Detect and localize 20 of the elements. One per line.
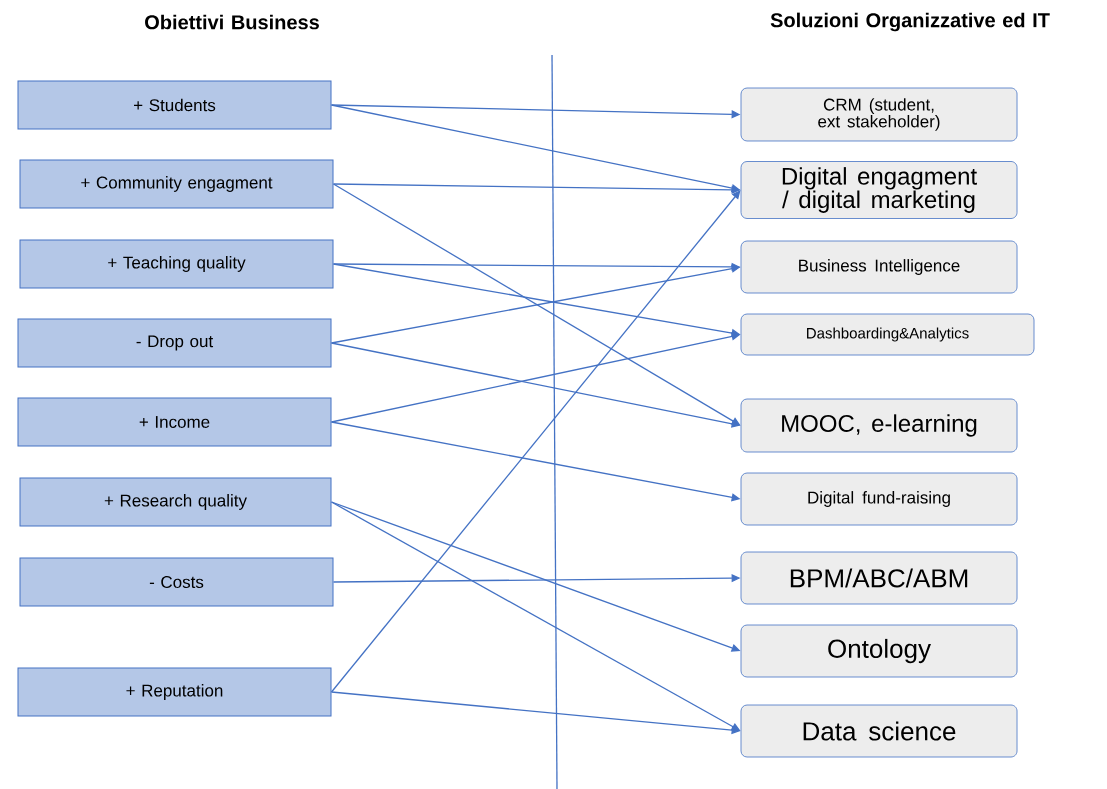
- column-heading: Soluzioni Organizzative ed IT: [770, 12, 1050, 32]
- goal-box: + Teaching quality: [19, 239, 334, 289]
- goal-box: - Costs: [19, 557, 334, 607]
- solution-box: Data science: [740, 704, 1018, 758]
- arrow: [330, 190, 741, 693]
- solution-box: Ontology: [740, 624, 1018, 678]
- column-heading: Obiettivi Business: [145, 14, 319, 30]
- solution-box: MOOC, e-learning: [740, 398, 1018, 453]
- solution-box: Business Intelligence: [740, 240, 1018, 294]
- solution-box: Digital engagment / digital marketing: [740, 161, 1018, 219]
- solution-box: Dashboarding&Analytics: [740, 313, 1035, 356]
- solution-box: CRM (student, ext stakeholder): [740, 87, 1018, 142]
- goal-box: + Reputation: [17, 667, 332, 717]
- goal-box: + Community engagment: [19, 159, 334, 209]
- goal-box: + Income: [17, 397, 332, 447]
- goal-box: + Research quality: [19, 477, 332, 527]
- goal-box: - Drop out: [17, 318, 332, 368]
- solution-box: Digital fund-raising: [740, 472, 1018, 526]
- goal-box: + Students: [17, 80, 332, 130]
- solution-box: BPM/ABC/ABM: [740, 551, 1018, 605]
